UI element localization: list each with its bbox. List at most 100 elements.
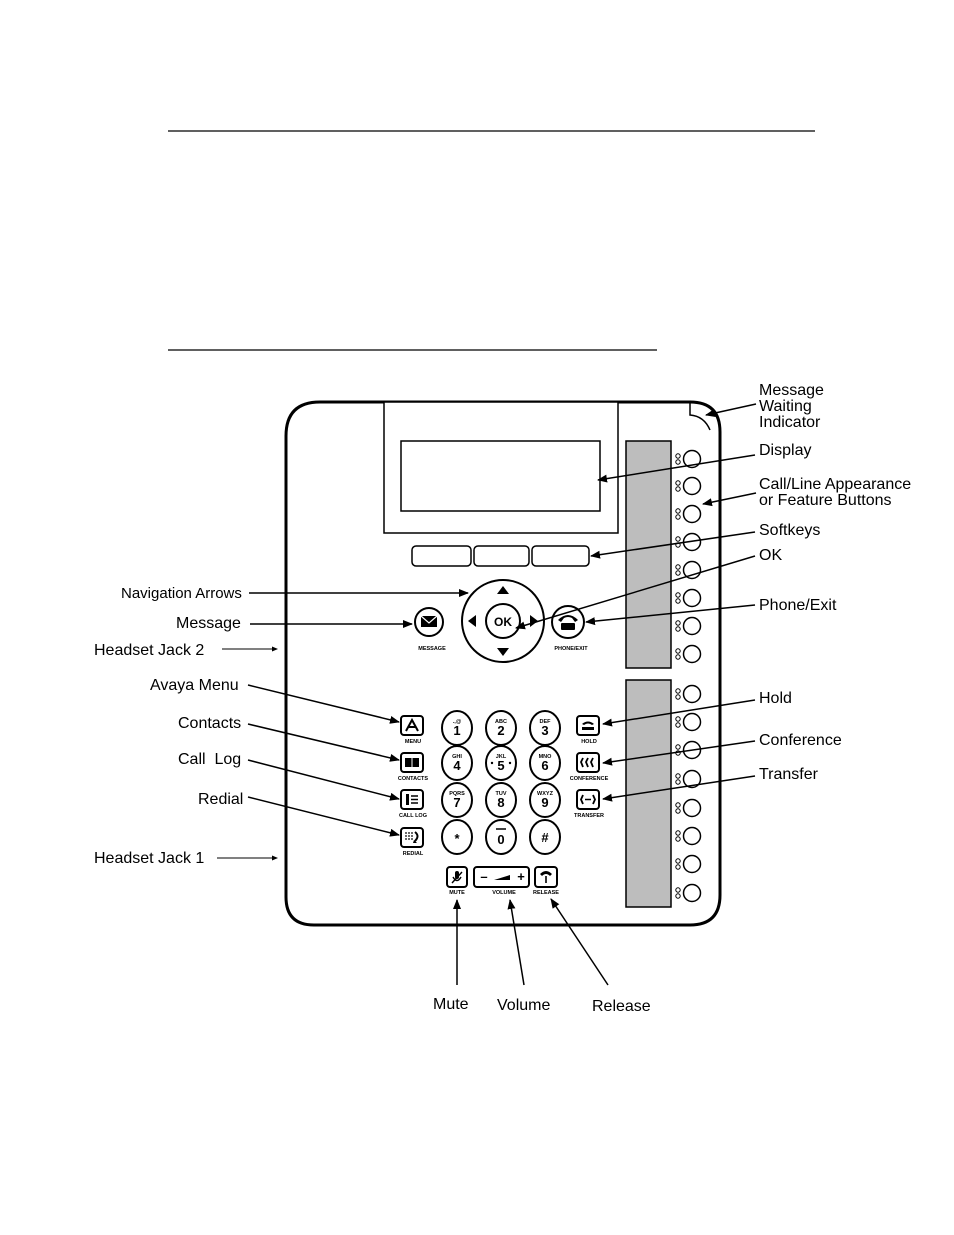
key-hash[interactable]: # xyxy=(529,819,561,855)
label-contacts: Contacts xyxy=(178,715,241,732)
arrow-release xyxy=(550,898,609,986)
nav-up-arrow-icon[interactable] xyxy=(497,586,509,594)
line-led-5-top xyxy=(675,564,681,570)
hold-icon xyxy=(582,721,594,730)
line-led-8-bottom xyxy=(675,654,681,660)
key-5-tactile-dot-left xyxy=(490,761,494,765)
label-message: Message xyxy=(176,615,241,632)
line-led-15-top xyxy=(675,858,681,864)
line-button-1[interactable] xyxy=(682,449,702,469)
line-button-13[interactable] xyxy=(682,798,702,818)
line-button-6[interactable] xyxy=(682,588,702,608)
key-7[interactable]: PQRS 7 xyxy=(441,782,473,818)
arrow-conference xyxy=(602,740,756,766)
line-led-6-top xyxy=(675,592,681,598)
label-softkeys: Softkeys xyxy=(759,522,820,539)
contacts-button[interactable] xyxy=(400,752,424,773)
volume-rocker[interactable]: – + xyxy=(473,866,530,888)
hold-button[interactable] xyxy=(576,715,600,736)
softkey-2[interactable] xyxy=(473,545,530,567)
call-log-button-caption: CALL LOG xyxy=(399,813,427,819)
line-button-16[interactable] xyxy=(682,883,702,903)
line-led-2-bottom xyxy=(675,486,681,492)
line-button-7[interactable] xyxy=(682,616,702,636)
key-4-digit: 4 xyxy=(453,758,461,773)
key-4-letters: GHI xyxy=(452,754,462,760)
volume-minus[interactable]: – xyxy=(480,869,487,884)
line-led-3-top xyxy=(675,508,681,514)
line-led-1-bottom xyxy=(675,459,681,465)
line-button-2[interactable] xyxy=(682,476,702,496)
arrow-softkeys xyxy=(590,531,756,559)
line-led-2-top xyxy=(675,480,681,486)
ok-button-caption: OK xyxy=(494,615,512,629)
volume-plus[interactable]: + xyxy=(517,869,525,884)
nav-left-arrow-icon[interactable] xyxy=(468,615,476,627)
key-4[interactable]: GHI 4 xyxy=(441,745,473,781)
key-7-letters: PQRS xyxy=(449,791,465,797)
arrow-avaya-menu xyxy=(247,684,400,724)
transfer-button[interactable] xyxy=(576,789,600,810)
line-led-16-top xyxy=(675,887,681,893)
phone-exit-button[interactable] xyxy=(551,605,585,639)
mute-button-caption: MUTE xyxy=(449,890,465,896)
line-led-10-bottom xyxy=(675,722,681,728)
key-2[interactable]: ABC 2 xyxy=(485,710,517,746)
key-8[interactable]: TUV 8 xyxy=(485,782,517,818)
line-button-8[interactable] xyxy=(682,644,702,664)
release-button[interactable] xyxy=(534,866,558,888)
line-led-9-bottom xyxy=(675,694,681,700)
line-led-16-bottom xyxy=(675,893,681,899)
line-button-5[interactable] xyxy=(682,560,702,580)
line-button-14[interactable] xyxy=(682,826,702,846)
line-button-12[interactable] xyxy=(682,769,702,789)
softkey-1[interactable] xyxy=(411,545,472,567)
nav-down-arrow-icon[interactable] xyxy=(497,648,509,656)
key-9-digit: 9 xyxy=(541,795,548,810)
call-log-icon xyxy=(406,794,418,805)
redial-button-caption: REDIAL xyxy=(403,851,424,857)
key-9[interactable]: WXYZ 9 xyxy=(529,782,561,818)
arrow-display xyxy=(597,454,756,483)
line-led-6-bottom xyxy=(675,598,681,604)
label-headset-jack-2: Headset Jack 2 xyxy=(94,642,204,659)
line-button-9[interactable] xyxy=(682,684,702,704)
key-0[interactable]: 0 xyxy=(485,819,517,855)
key-5[interactable]: JKL 5 xyxy=(485,745,517,781)
transfer-button-caption: TRANSFER xyxy=(574,813,604,819)
label-strip-lower xyxy=(625,679,672,908)
label-hold: Hold xyxy=(759,690,792,707)
label-strip-upper xyxy=(625,440,672,669)
redial-button[interactable] xyxy=(400,827,424,848)
key-3-letters: DEF xyxy=(540,719,552,725)
key-1[interactable]: .,@ 1 xyxy=(441,710,473,746)
menu-button[interactable] xyxy=(400,715,424,736)
label-call-log: Call Log xyxy=(178,751,241,768)
call-log-button[interactable] xyxy=(400,789,424,810)
contacts-button-caption: CONTACTS xyxy=(398,776,428,782)
key-1-letters: .,@ xyxy=(453,719,462,725)
key-3[interactable]: DEF 3 xyxy=(529,710,561,746)
ok-button[interactable] xyxy=(485,603,521,639)
key-7-digit: 7 xyxy=(453,795,460,810)
label-message-waiting-line-2: Waiting xyxy=(759,398,812,415)
line-button-15[interactable] xyxy=(682,854,702,874)
key-5-digit: 5 xyxy=(497,758,504,773)
label-redial: Redial xyxy=(198,791,243,808)
key-9-letters: WXYZ xyxy=(537,791,554,797)
conference-button[interactable] xyxy=(576,752,600,773)
arrow-hold xyxy=(602,699,756,727)
key-6[interactable]: MNO 6 xyxy=(529,745,561,781)
arrow-call-log xyxy=(247,759,400,801)
nav-right-arrow-icon[interactable] xyxy=(530,615,538,627)
release-button-caption: RELEASE xyxy=(533,890,559,896)
key-star[interactable]: * xyxy=(441,819,473,855)
line-button-3[interactable] xyxy=(682,504,702,524)
line-led-7-top xyxy=(675,620,681,626)
softkey-3[interactable] xyxy=(531,545,590,567)
line-button-10[interactable] xyxy=(682,712,702,732)
label-ok: OK xyxy=(759,547,782,564)
phone-exit-button-caption: PHONE/EXIT xyxy=(554,646,588,652)
mute-button[interactable] xyxy=(446,866,468,888)
